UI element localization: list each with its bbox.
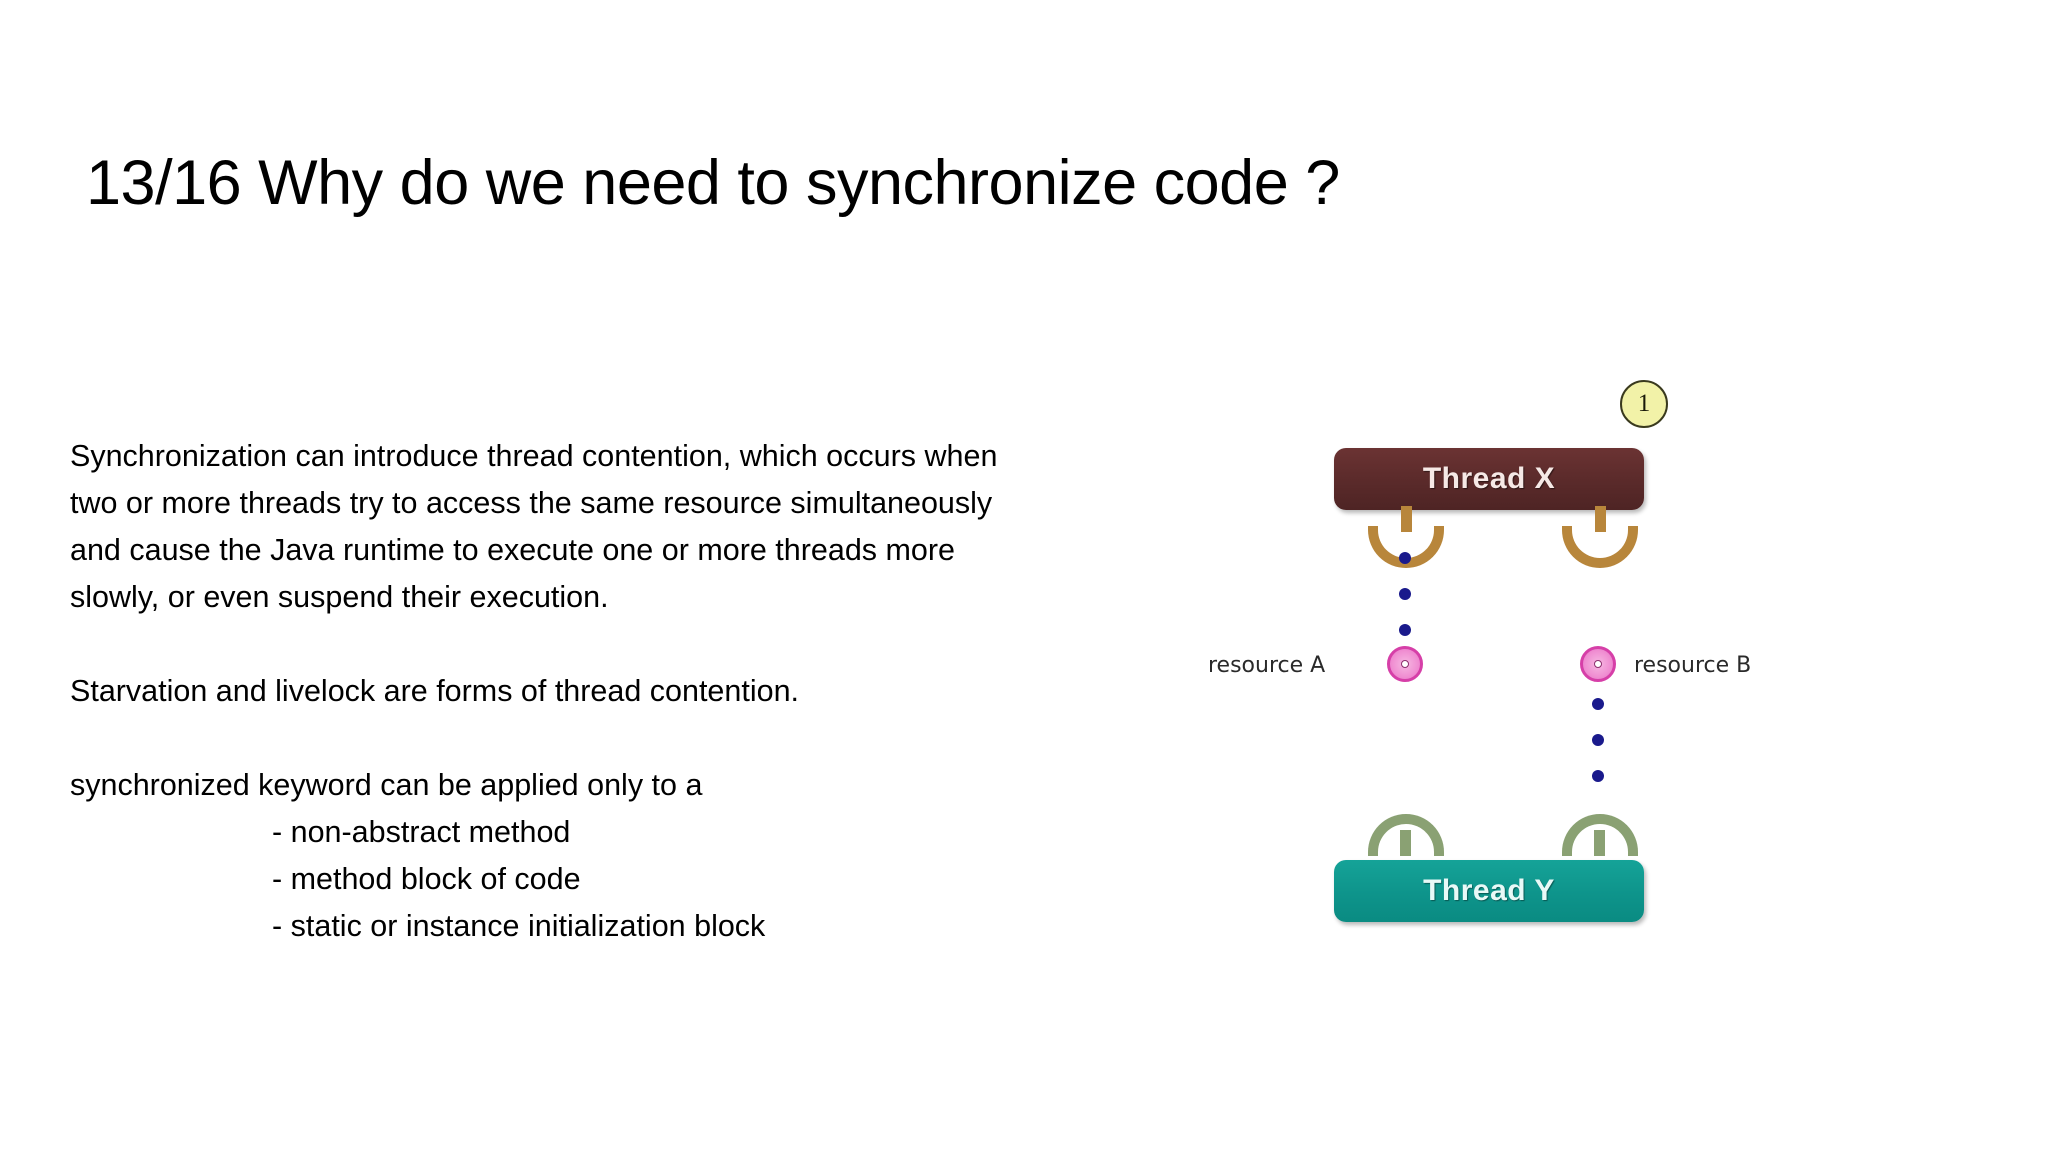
resource-b-label: resource B: [1634, 653, 1752, 678]
bullet-item: - method block of code: [272, 862, 581, 896]
resource-b-to-thread-y-dotted-link: [1592, 698, 1604, 806]
paragraph-line: and cause the Java runtime to execute on…: [70, 533, 955, 567]
paragraph-spacer: [70, 621, 1330, 668]
link-dot: [1399, 552, 1411, 564]
paragraph-line: Synchronization can introduce thread con…: [70, 439, 998, 473]
paragraph-line: synchronized keyword can be applied only…: [70, 768, 703, 802]
resource-b-icon: [1580, 646, 1616, 682]
thread-y-right-hook-icon: [1562, 798, 1638, 856]
step-number-badge: 1: [1620, 380, 1668, 428]
thread-x-box: Thread X: [1334, 448, 1644, 510]
resource-a-label: resource A: [1208, 653, 1326, 678]
paragraph-line: slowly, or even suspend their execution.: [70, 580, 609, 614]
resource-a-icon: [1387, 646, 1423, 682]
hook-cup: [1368, 814, 1444, 856]
hook-stem: [1400, 506, 1412, 532]
link-dot: [1592, 734, 1604, 746]
paragraph-spacer: [70, 715, 1330, 762]
link-dot: [1399, 624, 1411, 636]
link-dot: [1399, 588, 1411, 600]
link-dot: [1592, 698, 1604, 710]
bullet-item: - non-abstract method: [272, 815, 571, 849]
hook-stem: [1594, 506, 1606, 532]
paragraph-line: two or more threads try to access the sa…: [70, 486, 993, 520]
thread-x-to-resource-a-dotted-link: [1399, 552, 1411, 660]
bullet-item: - static or instance initialization bloc…: [272, 909, 766, 943]
hook-cup: [1562, 814, 1638, 856]
page-title: 13/16 Why do we need to synchronize code…: [86, 148, 1340, 219]
thread-y-box: Thread Y: [1334, 860, 1644, 922]
hook-cup: [1562, 526, 1638, 568]
thread-y-left-hook-icon: [1368, 798, 1444, 856]
paragraph-line: Starvation and livelock are forms of thr…: [70, 674, 800, 708]
slide-body-text: Synchronization can introduce thread con…: [70, 433, 1330, 950]
thread-contention-diagram: 1 Thread X resource A resource B Thread …: [1208, 380, 1930, 960]
link-dot: [1592, 770, 1604, 782]
thread-x-right-hook-icon: [1562, 506, 1638, 568]
